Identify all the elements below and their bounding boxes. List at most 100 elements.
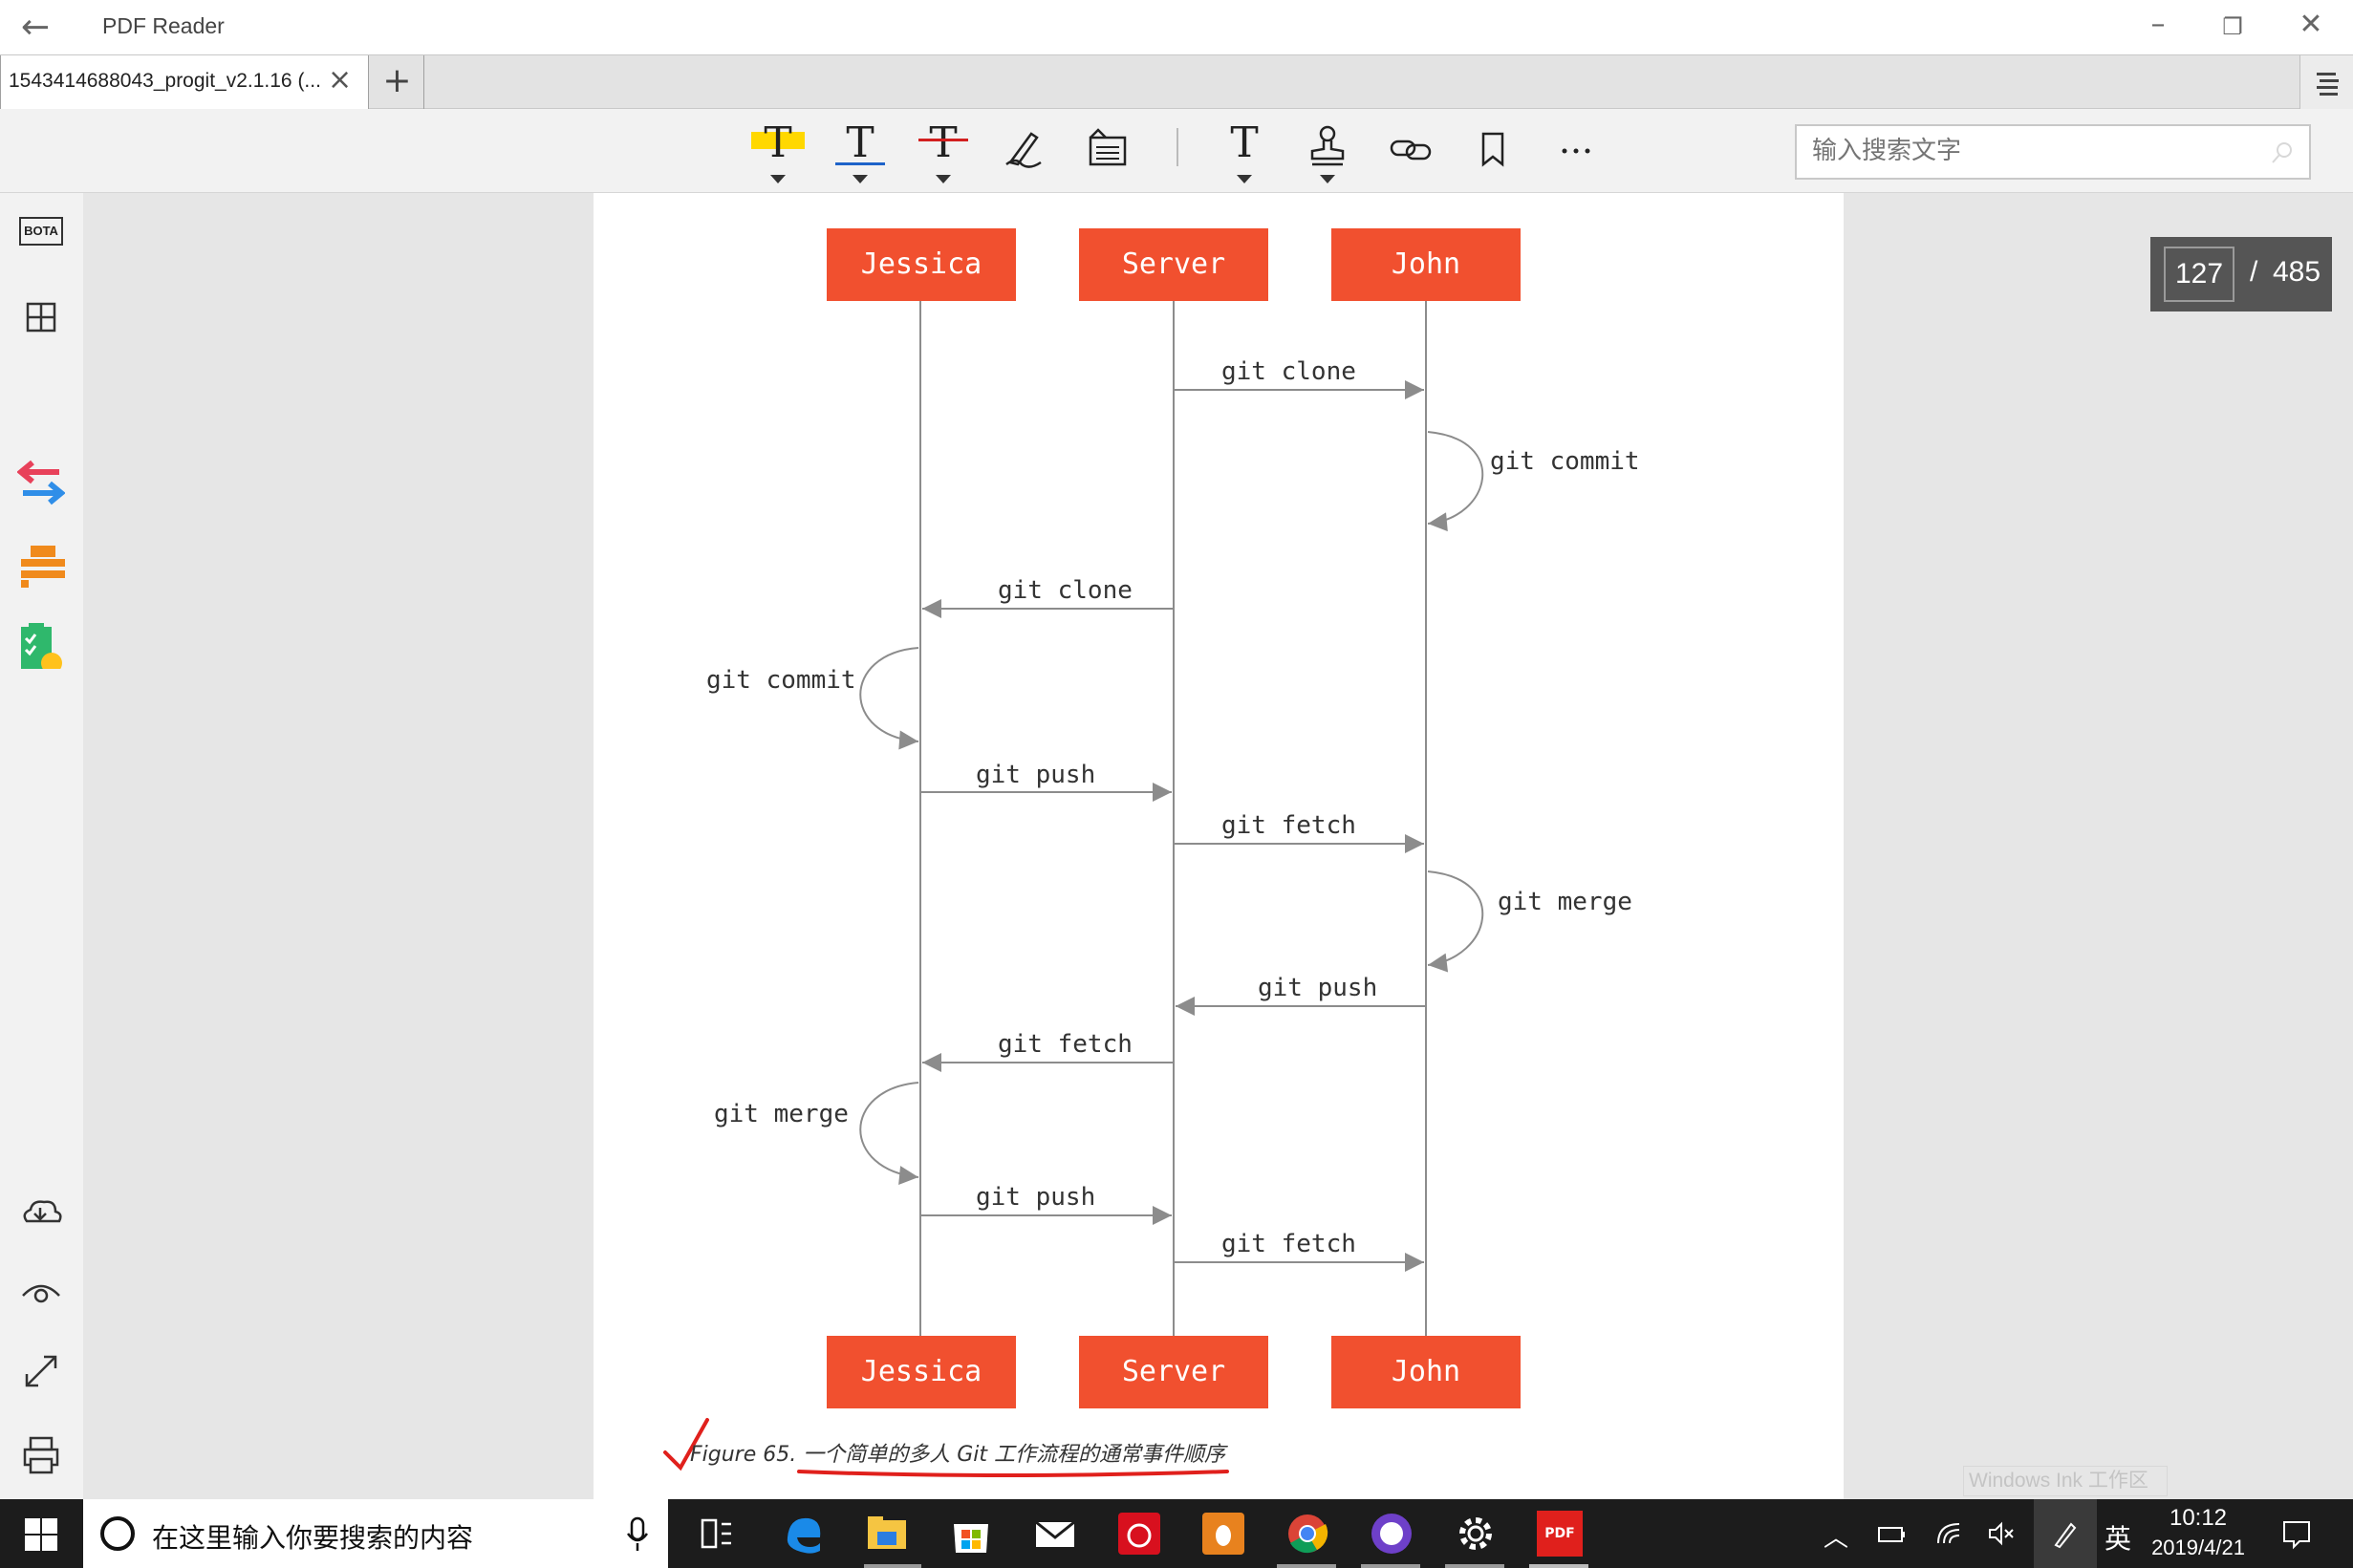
chrome-browser-icon[interactable] — [1284, 1511, 1330, 1557]
edge-browser-icon[interactable] — [780, 1511, 826, 1557]
page-separator: / — [2250, 256, 2258, 288]
list-menu-icon — [2317, 73, 2339, 96]
chevron-down-icon[interactable] — [853, 175, 868, 183]
taskbar-search-box[interactable]: 在这里输入你要搜索的内容 — [83, 1499, 668, 1568]
message-label: git push — [976, 1183, 1096, 1212]
actor-server-top: Server — [1079, 228, 1268, 301]
system-clock[interactable]: 10:12 2019/4/21 — [2141, 1505, 2256, 1560]
fax-icon[interactable] — [17, 542, 65, 590]
bookmark-icon — [1481, 132, 1504, 167]
message-label: git fetch — [998, 1030, 1133, 1059]
bota-panel-button[interactable]: BOTA — [19, 217, 63, 246]
convert-arrows-icon[interactable] — [17, 459, 65, 506]
underline-tool-button[interactable]: T — [830, 117, 891, 185]
message-label: git clone — [998, 576, 1133, 605]
running-indicator — [1445, 1564, 1504, 1568]
clock-time: 10:12 — [2169, 1505, 2228, 1531]
app-title: PDF Reader — [102, 13, 225, 38]
total-pages: 485 — [2273, 256, 2321, 288]
highlight-tool-button[interactable]: T — [747, 117, 809, 185]
message-label: git fetch — [1221, 811, 1356, 840]
back-arrow-icon[interactable]: ← — [21, 8, 51, 47]
message-label: git push — [976, 761, 1096, 789]
current-page-input[interactable]: 127 — [2164, 247, 2234, 302]
thumbnails-grid-icon[interactable] — [17, 293, 65, 341]
read-mode-eye-icon[interactable] — [17, 1267, 65, 1315]
qq-app-icon[interactable] — [1200, 1511, 1246, 1557]
chevron-down-icon[interactable] — [1237, 175, 1252, 183]
stamp-tool-button[interactable] — [1297, 117, 1358, 185]
link-tool-button[interactable] — [1380, 117, 1441, 185]
underline-text-icon: T — [835, 118, 885, 167]
toolbar-separator — [1176, 128, 1178, 166]
file-explorer-icon[interactable] — [864, 1511, 910, 1557]
microphone-icon[interactable] — [624, 1514, 651, 1553]
minimize-button[interactable]: – — [2150, 8, 2166, 41]
actor-john-top: John — [1331, 228, 1521, 301]
message-label: git push — [1258, 974, 1378, 1002]
windows-ink-button[interactable] — [2034, 1499, 2097, 1568]
search-box[interactable] — [1795, 124, 2311, 180]
chevron-down-icon[interactable] — [1320, 175, 1335, 183]
windows-start-icon[interactable] — [25, 1518, 57, 1551]
task-clipboard-icon[interactable] — [17, 621, 65, 669]
stamp-icon — [1310, 125, 1345, 166]
actor-jessica-bottom: Jessica — [827, 1336, 1016, 1408]
message-label: git merge — [1498, 888, 1632, 916]
actor-server-bottom: Server — [1079, 1336, 1268, 1408]
pdf-reader-taskbar-icon[interactable]: PDF — [1537, 1511, 1583, 1557]
note-tool-button[interactable] — [1077, 117, 1138, 185]
wifi-icon[interactable] — [1934, 1518, 1965, 1549]
pen-tool-button[interactable] — [995, 117, 1056, 185]
ink-pen-icon — [2054, 1522, 2077, 1549]
document-tab-label: 1543414688043_progit_v2.1.16 (... — [9, 70, 321, 92]
more-tools-button[interactable] — [1545, 117, 1607, 185]
settings-gear-icon[interactable] — [1453, 1511, 1499, 1557]
volume-muted-icon[interactable] — [1986, 1518, 2017, 1549]
fullscreen-expand-icon[interactable] — [17, 1347, 65, 1395]
message-label: git clone — [1221, 357, 1356, 386]
cortana-icon — [100, 1516, 135, 1551]
message-label: git merge — [714, 1100, 849, 1128]
self-loop-john — [1427, 870, 1484, 973]
chevron-up-icon[interactable]: ︿ — [1824, 1524, 1849, 1553]
tab-list-button[interactable] — [2299, 55, 2353, 109]
message-label: git fetch — [1221, 1230, 1356, 1258]
close-window-button[interactable]: ✕ — [2299, 8, 2323, 41]
document-tab[interactable]: 1543414688043_progit_v2.1.16 (... × — [0, 55, 369, 109]
svg-text:T: T — [846, 118, 874, 167]
netease-music-icon[interactable] — [1116, 1511, 1162, 1557]
strikethrough-text-icon: T — [918, 118, 968, 167]
cloud-sync-icon[interactable] — [17, 1187, 65, 1235]
figure-caption: Figure 65. 一个简单的多人 Git 工作流程的通常事件顺序 — [690, 1443, 1226, 1467]
print-icon[interactable] — [17, 1430, 65, 1478]
taskbar-search-placeholder: 在这里输入你要搜索的内容 — [152, 1522, 474, 1554]
message-label: git commit — [1490, 447, 1640, 476]
left-sidebar: BOTA — [0, 193, 83, 1499]
mail-icon[interactable] — [1032, 1511, 1078, 1557]
search-input[interactable] — [1797, 126, 2246, 176]
action-center-icon[interactable] — [2280, 1518, 2313, 1551]
link-icon — [1390, 140, 1432, 161]
checkmark-annotation — [663, 1418, 709, 1471]
microsoft-store-icon[interactable] — [948, 1511, 994, 1557]
page-indicator: 127 / 485 — [2150, 237, 2332, 311]
battery-icon[interactable] — [1877, 1520, 1906, 1549]
search-icon[interactable] — [2269, 140, 2296, 166]
text-box-tool-button[interactable]: T — [1214, 117, 1275, 185]
bookmark-tool-button[interactable] — [1462, 117, 1523, 185]
highlight-text-icon: T — [751, 118, 805, 167]
svg-text:T: T — [929, 118, 957, 167]
new-tab-button[interactable]: + — [371, 55, 424, 109]
task-view-icon[interactable] — [693, 1511, 739, 1557]
chevron-down-icon[interactable] — [936, 175, 951, 183]
restore-button[interactable]: ❐ — [2222, 13, 2243, 40]
chevron-down-icon[interactable] — [770, 175, 786, 183]
ime-indicator[interactable]: 英 — [2105, 1523, 2132, 1555]
strikethrough-tool-button[interactable]: T — [913, 117, 974, 185]
github-desktop-icon[interactable] — [1369, 1511, 1414, 1557]
note-icon — [1089, 128, 1127, 166]
close-tab-icon[interactable]: × — [328, 63, 353, 97]
running-indicator — [1277, 1564, 1336, 1568]
